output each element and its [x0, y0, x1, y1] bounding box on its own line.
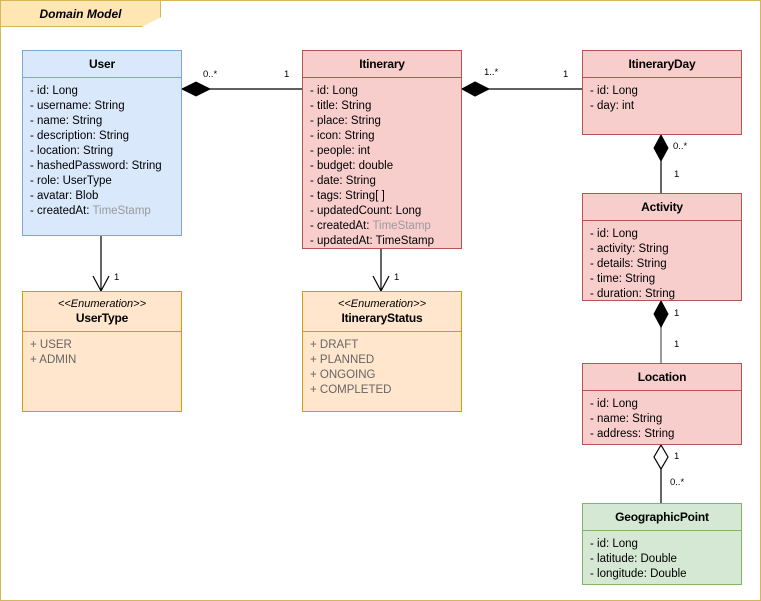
multiplicity-itinerary-itinerarystatus-target: 1 [394, 272, 400, 283]
attribute: - people: int [310, 145, 371, 157]
attribute: - id: Long [590, 85, 638, 97]
link-user-itinerary [180, 81, 303, 97]
attribute: - date: String [310, 175, 376, 187]
attribute: - updatedAt: TimeStamp [310, 235, 435, 247]
class-itineraryday-attributes: - id: Long - day: int [583, 78, 741, 120]
multiplicity-itineraryday-activity-source: 0..* [673, 141, 688, 152]
attribute: - id: Long [590, 228, 638, 240]
attribute: - day: int [590, 100, 635, 112]
class-location-attributes: - id: Long - name: String - address: Str… [583, 391, 741, 448]
enum-value: + USER [30, 339, 72, 351]
link-itinerary-itineraryday [460, 81, 582, 97]
multiplicity-location-geographicpoint-source: 1 [674, 451, 680, 462]
attribute: - details: String [590, 258, 667, 270]
attribute: - id: Long [310, 85, 358, 97]
class-geographicpoint[interactable]: GeographicPoint - id: Long - latitude: D… [582, 503, 742, 585]
class-itineraryday-header: ItineraryDay [583, 51, 741, 78]
enum-itinerarystatus-name: ItineraryStatus [341, 311, 423, 325]
class-itinerary[interactable]: Itinerary - id: Long - title: String - p… [302, 50, 462, 249]
enum-value: + COMPLETED [310, 384, 392, 396]
link-itineraryday-activity [653, 133, 669, 193]
enum-usertype[interactable]: <<Enumeration>> UserType + USER + ADMIN [22, 291, 182, 412]
enum-usertype-values: + USER + ADMIN [23, 332, 181, 374]
multiplicity-user-itinerary-target: 1 [284, 69, 290, 80]
attribute: - updatedCount: Long [310, 205, 422, 217]
multiplicity-itinerary-itineraryday-target: 1 [563, 69, 569, 80]
class-itineraryday-name: ItineraryDay [628, 57, 696, 71]
attribute: - tags: String[ ] [310, 190, 385, 202]
attribute: - location: String [30, 145, 114, 157]
link-user-usertype [92, 236, 110, 293]
enum-usertype-stereotype: <<Enumeration>> [57, 298, 147, 310]
class-activity-attributes: - id: Long - activity: String - details:… [583, 221, 741, 308]
attribute: - longitude: Double [590, 568, 687, 580]
attribute: - activity: String [590, 243, 669, 255]
attribute: - role: UserType [30, 175, 112, 187]
class-activity-name: Activity [641, 200, 683, 214]
attribute: - createdAt: TimeStamp [310, 220, 431, 232]
class-geographicpoint-header: GeographicPoint [583, 504, 741, 531]
enum-itinerarystatus-header: <<Enumeration>> ItineraryStatus [303, 292, 461, 332]
attribute: - createdAt: TimeStamp [30, 205, 151, 217]
attribute: - name: String [590, 413, 663, 425]
frame-title-tab: Domain Model [1, 1, 161, 27]
attribute: - place: String [310, 115, 381, 127]
class-geographicpoint-name: GeographicPoint [615, 510, 709, 524]
attribute: - budget: double [310, 160, 394, 172]
link-itinerary-itinerarystatus [372, 249, 390, 293]
frame-title-label: Domain Model [39, 6, 122, 21]
attribute: - description: String [30, 130, 130, 142]
multiplicity-activity-location-target: 1 [674, 339, 680, 350]
class-activity-header: Activity [583, 194, 741, 221]
attribute: - time: String [590, 273, 656, 285]
class-user[interactable]: User - id: Long - username: String - nam… [22, 50, 182, 236]
attribute: - icon: String [310, 130, 375, 142]
attribute: - id: Long [590, 398, 638, 410]
class-location[interactable]: Location - id: Long - name: String - add… [582, 363, 742, 445]
class-activity[interactable]: Activity - id: Long - activity: String -… [582, 193, 742, 301]
class-location-name: Location [637, 370, 687, 384]
class-location-header: Location [583, 364, 741, 391]
enum-value: + DRAFT [310, 339, 359, 351]
class-itinerary-attributes: - id: Long - title: String - place: Stri… [303, 78, 461, 255]
link-activity-location [653, 299, 669, 363]
attribute: - id: Long [30, 85, 78, 97]
attribute: - username: String [30, 100, 125, 112]
enum-usertype-header: <<Enumeration>> UserType [23, 292, 181, 332]
enum-value: + ADMIN [30, 354, 77, 366]
class-user-name: User [89, 57, 115, 71]
class-user-attributes: - id: Long - username: String - name: St… [23, 78, 181, 225]
enum-usertype-name: UserType [75, 311, 129, 325]
attribute: - name: String [30, 115, 103, 127]
link-location-geographicpoint [653, 443, 669, 503]
attribute: - avatar: Blob [30, 190, 99, 202]
attribute: - id: Long [590, 538, 638, 550]
attribute: - address: String [590, 428, 675, 440]
attribute: - duration: String [590, 288, 676, 300]
class-geographicpoint-attributes: - id: Long - latitude: Double - longitud… [583, 531, 741, 588]
multiplicity-location-geographicpoint-target: 0..* [670, 477, 685, 488]
class-user-header: User [23, 51, 181, 78]
class-itineraryday[interactable]: ItineraryDay - id: Long - day: int [582, 50, 742, 135]
multiplicity-itinerary-itineraryday-source: 1..* [484, 67, 499, 78]
multiplicity-user-usertype-target: 1 [114, 272, 120, 283]
multiplicity-user-itinerary-source: 0..* [203, 69, 218, 80]
multiplicity-itineraryday-activity-target: 1 [674, 169, 680, 180]
enum-itinerarystatus-values: + DRAFT + PLANNED + ONGOING + COMPLETED [303, 332, 461, 404]
attribute: - hashedPassword: String [30, 160, 162, 172]
multiplicity-activity-location-source: 1 [674, 308, 680, 319]
enum-value: + ONGOING [310, 369, 376, 381]
class-itinerary-name: Itinerary [359, 57, 405, 71]
attribute: - title: String [310, 100, 372, 112]
enum-itinerarystatus-stereotype: <<Enumeration>> [337, 298, 427, 310]
enum-value: + PLANNED [310, 354, 375, 366]
attribute: - latitude: Double [590, 553, 677, 565]
enum-itinerarystatus[interactable]: <<Enumeration>> ItineraryStatus + DRAFT … [302, 291, 462, 412]
class-itinerary-header: Itinerary [303, 51, 461, 78]
